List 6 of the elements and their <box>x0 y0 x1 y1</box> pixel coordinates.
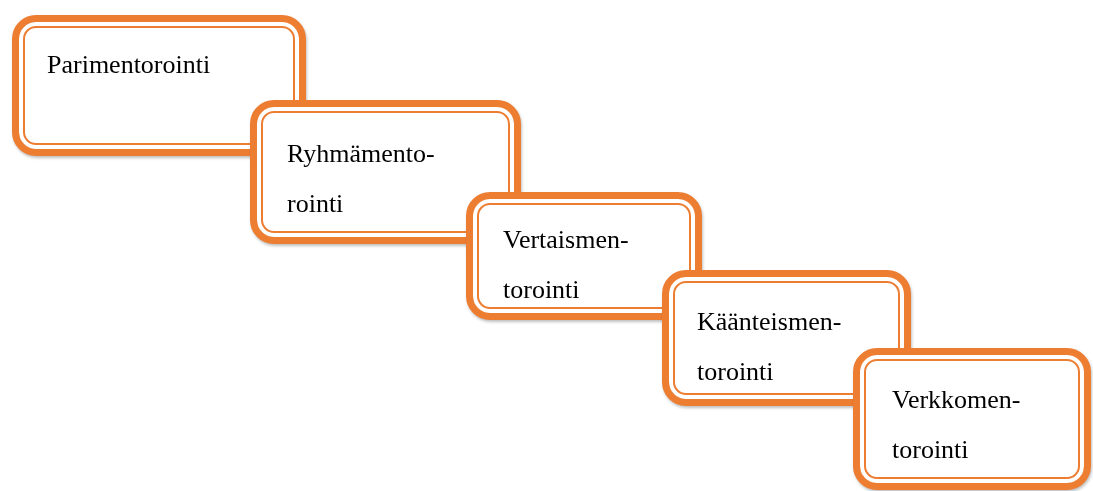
box-label: Vertaismen- torointi <box>503 224 630 306</box>
box-label: Ryhmämento- rointi <box>287 138 436 220</box>
box-label: Parimentorointi <box>47 49 212 81</box>
box-label: Verkkomen- torointi <box>892 384 1022 466</box>
box-label: Käänteismen- torointi <box>697 306 843 388</box>
process-box <box>853 348 1091 490</box>
